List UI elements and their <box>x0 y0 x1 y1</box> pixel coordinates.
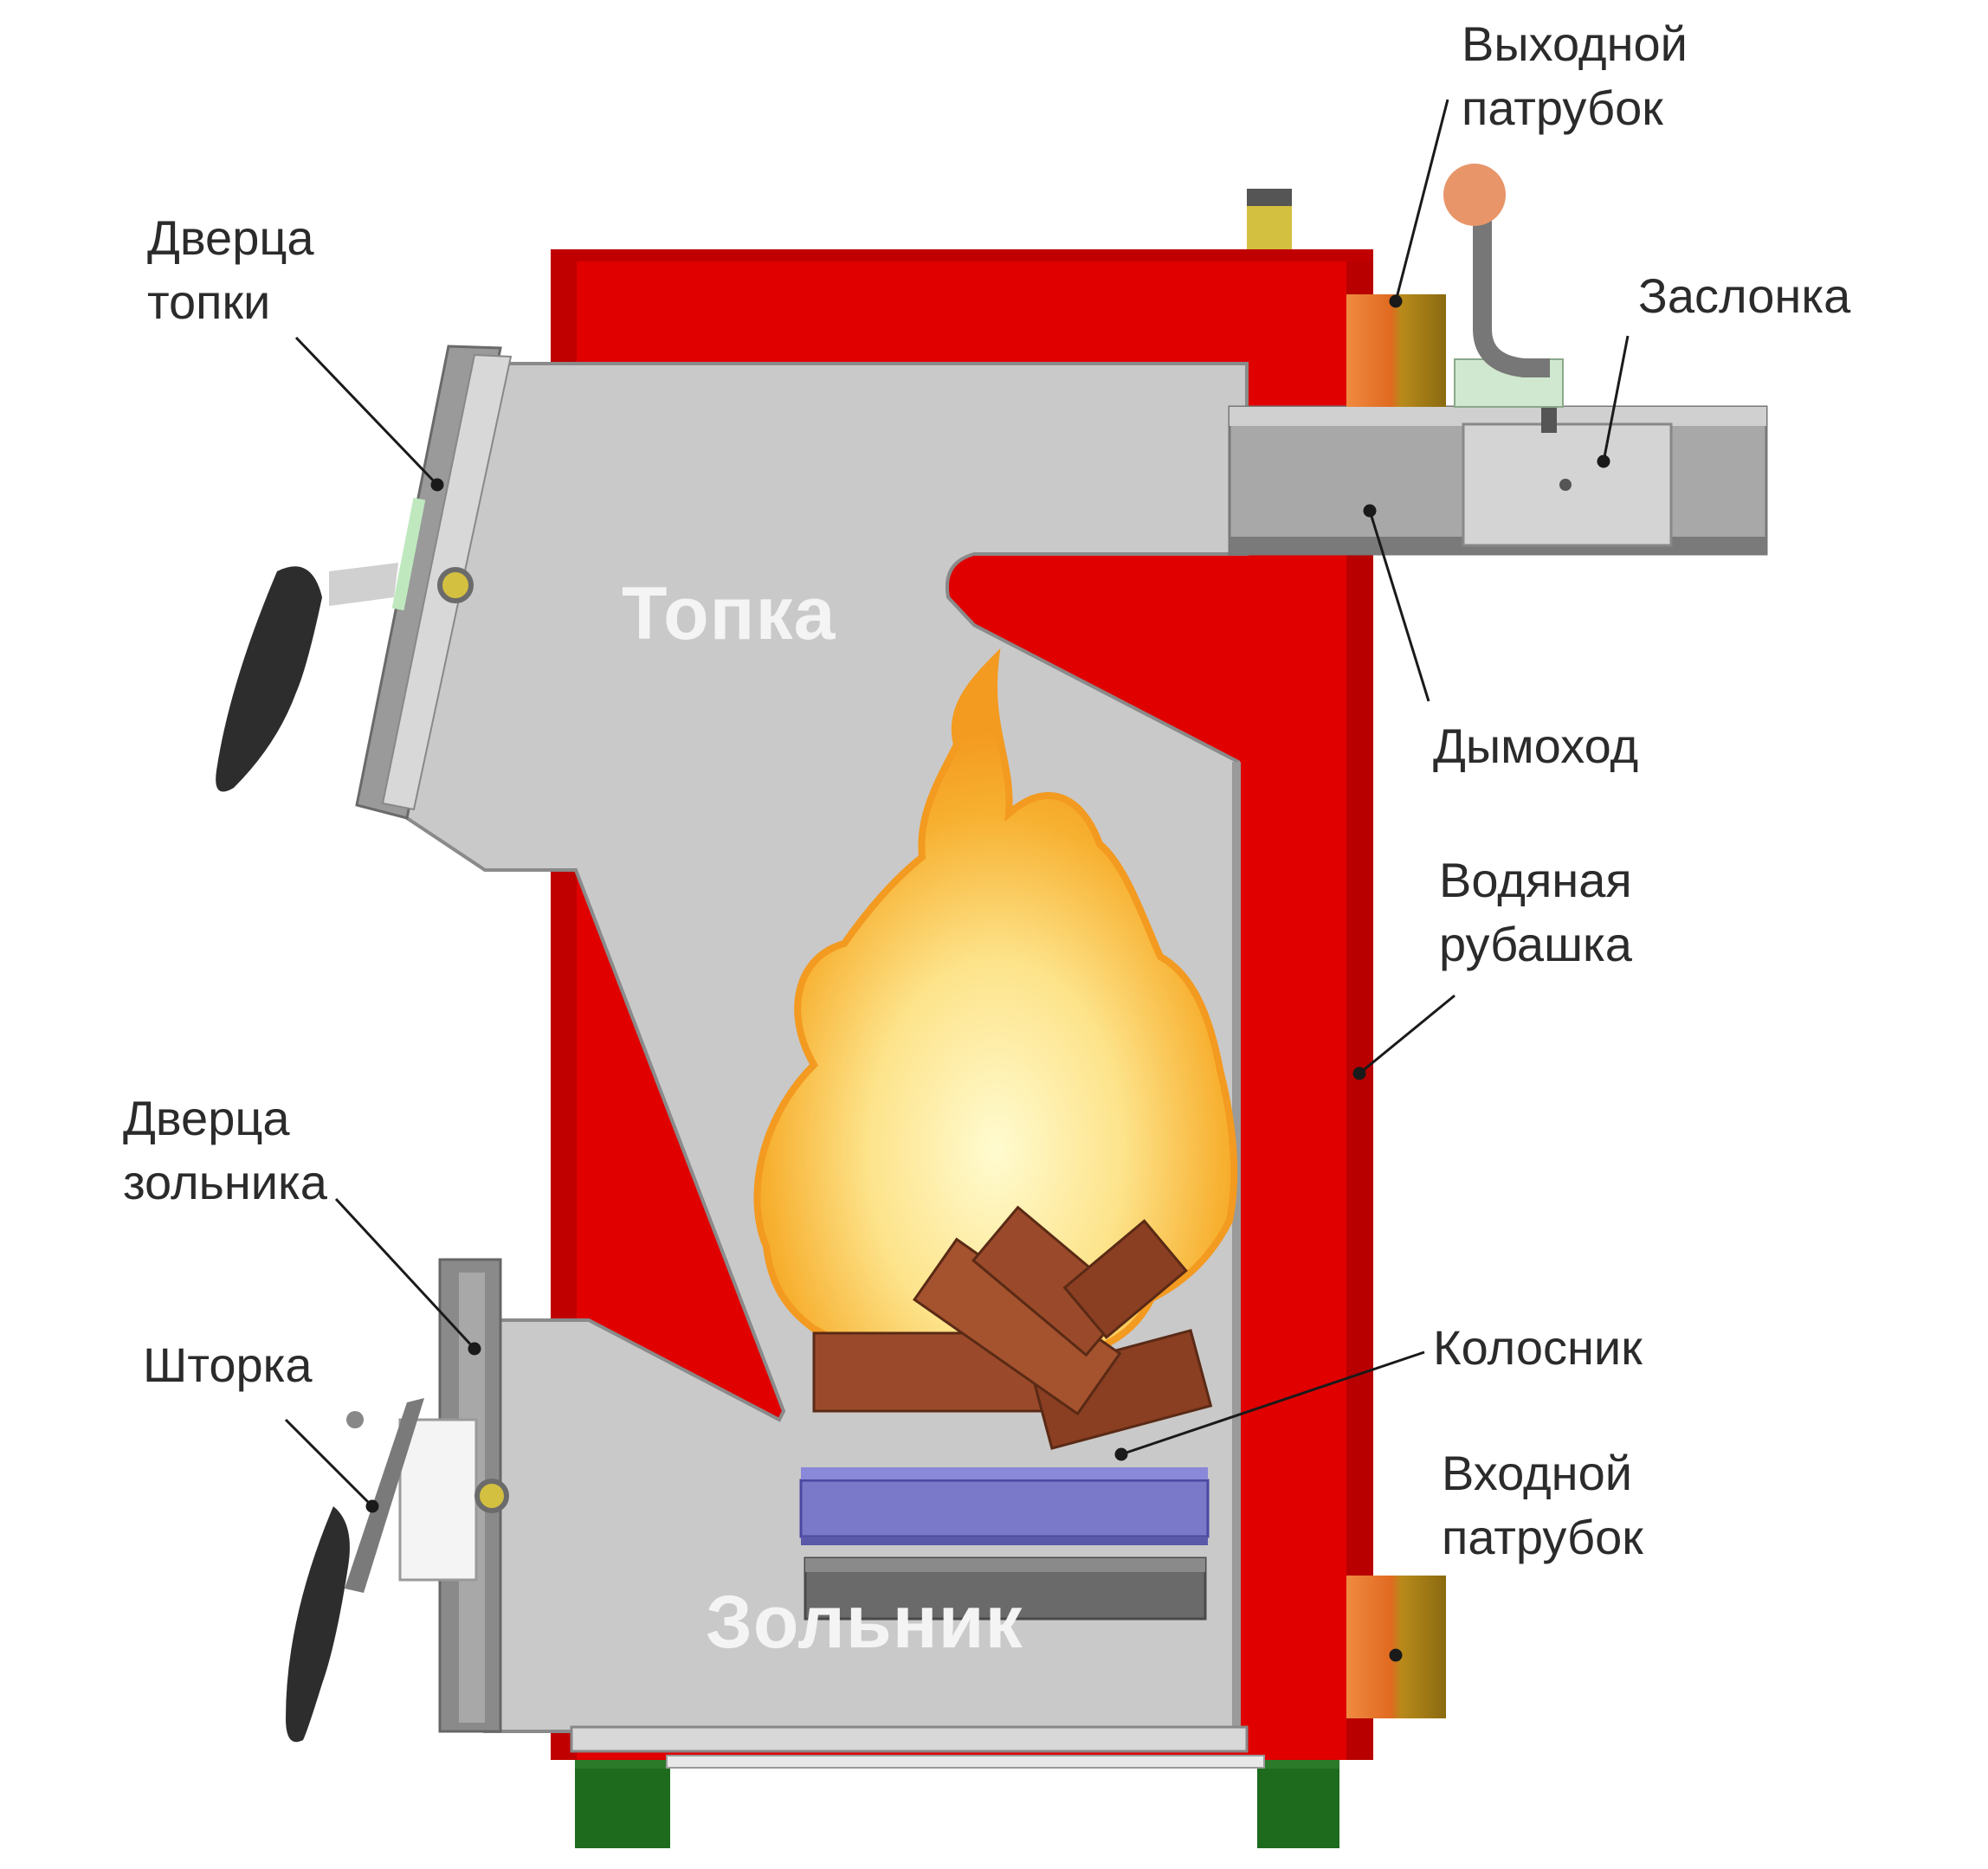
firewood-logs <box>812 1205 1213 1450</box>
inlet-pipe-fitting <box>1346 1576 1446 1718</box>
grate-shape <box>799 1467 1210 1621</box>
leader-lines <box>284 99 1630 1662</box>
firebox-door-handle <box>216 563 398 792</box>
label-chimney: Дымоход <box>1433 719 1639 773</box>
chimney-pipe <box>1228 381 1768 556</box>
ashpit-zone-label: Зольник <box>706 1581 1023 1664</box>
damper-handle <box>1443 164 1564 408</box>
outlet-pipe-fitting <box>1247 189 1446 407</box>
firebox-zone-label: Топка <box>622 572 836 655</box>
label-damper: Заслонка <box>1638 268 1851 323</box>
label-grate: Колосник <box>1433 1320 1643 1375</box>
label-shutter: Шторка <box>143 1337 313 1392</box>
firebox-door-shape <box>355 345 513 820</box>
ash-door-shape <box>398 1258 509 1733</box>
ash-door-handle <box>286 1398 424 1743</box>
